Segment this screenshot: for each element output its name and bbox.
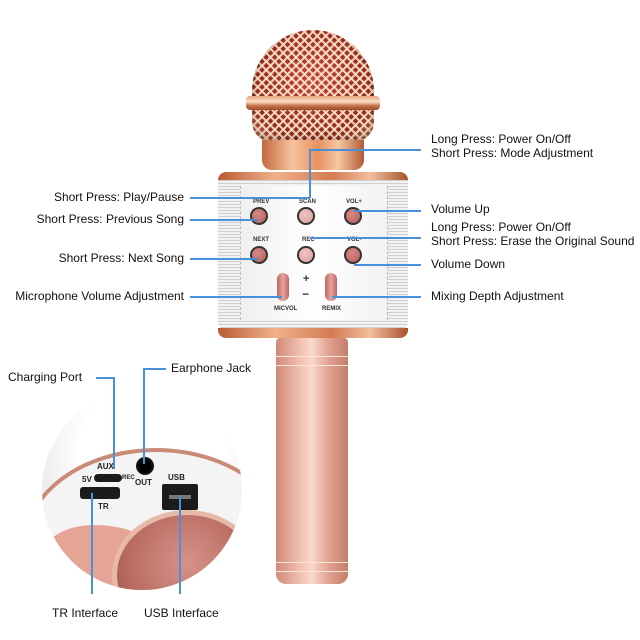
- minus-sign: −: [302, 287, 310, 301]
- remix-label: REMIX: [322, 306, 342, 312]
- callout-rec-short: Short Press: Erase the Original Sound: [431, 234, 635, 248]
- callout-play-pause: Short Press: Play/Pause: [53, 190, 184, 204]
- callout-line-earphone-vert: [143, 368, 145, 464]
- callout-line-next: [190, 258, 258, 260]
- prev-button[interactable]: [250, 207, 268, 225]
- callout-line-scan-vert: [309, 150, 311, 198]
- callout-earphone-jack: Earphone Jack: [171, 361, 252, 375]
- callout-next-song: Short Press: Next Song: [58, 251, 184, 265]
- rec-label: REC: [302, 237, 315, 243]
- aux-port: [94, 474, 122, 482]
- usb-label: USB: [168, 473, 185, 482]
- microphone-neck: [262, 140, 364, 170]
- plus-sign: +: [303, 273, 310, 285]
- callout-line-micvol: [190, 296, 282, 298]
- scan-button[interactable]: [297, 207, 315, 225]
- handle-ring-line: [276, 571, 348, 572]
- vol-down-label: VOL-: [347, 237, 362, 243]
- callout-scan-short: Short Press: Mode Adjustment: [431, 146, 594, 160]
- handle-ring-line: [276, 365, 348, 366]
- ports-inset: AUX REC 5V TR OUT USB: [42, 390, 242, 590]
- vol-down-button[interactable]: [344, 246, 362, 264]
- callout-line-tr: [91, 493, 93, 594]
- callout-line-play: [190, 197, 310, 199]
- body-bottom-rim: [218, 328, 408, 338]
- callout-line-scan: [309, 149, 421, 151]
- callout-scan-long: Long Press: Power On/Off: [431, 132, 571, 146]
- callout-line-earphone: [144, 368, 166, 370]
- prev-label: PREV: [253, 199, 270, 205]
- microphone-handle: [276, 338, 348, 584]
- callout-volume-up: Volume Up: [431, 202, 490, 216]
- callout-line-charging-vert: [113, 377, 115, 469]
- micvol-slider[interactable]: [277, 273, 289, 301]
- callout-mic-volume: Microphone Volume Adjustment: [15, 289, 184, 303]
- tr-label: TR: [98, 502, 109, 511]
- handle-ring-line: [276, 356, 348, 357]
- handle-ring-line: [276, 562, 348, 563]
- out-label: OUT: [135, 478, 152, 487]
- grille-ring: [246, 96, 380, 110]
- callout-line-usb: [179, 495, 181, 594]
- callout-line-charging: [96, 377, 115, 379]
- scan-label: SCAN: [299, 199, 317, 205]
- rec-button[interactable]: [297, 246, 315, 264]
- callout-line-volup: [354, 210, 421, 212]
- vol-up-label: VOL+: [346, 199, 362, 205]
- callout-mixing-depth: Mixing Depth Adjustment: [431, 289, 564, 303]
- callout-line-voldown: [354, 264, 421, 266]
- aux-label: AUX: [97, 462, 114, 471]
- rec-port-label: REC: [122, 475, 135, 481]
- micvol-label: MICVOL: [274, 306, 298, 312]
- callout-line-rec: [310, 237, 421, 239]
- callout-usb-interface: USB Interface: [144, 606, 219, 620]
- five-v-label: 5V: [82, 475, 92, 484]
- microphone-grille: [252, 30, 374, 142]
- callout-tr-interface: TR Interface: [52, 606, 119, 620]
- callout-rec-long: Long Press: Power On/Off: [431, 220, 571, 234]
- earphone-jack-port: [136, 457, 154, 475]
- callout-volume-down: Volume Down: [431, 257, 506, 271]
- callout-line-remix: [332, 296, 421, 298]
- next-button[interactable]: [250, 246, 268, 264]
- body-top-rim: [218, 172, 408, 182]
- remix-slider[interactable]: [325, 273, 337, 301]
- tr-port: [80, 487, 120, 499]
- callout-charging-port: Charging Port: [8, 370, 83, 384]
- callout-previous-song: Short Press: Previous Song: [36, 212, 184, 226]
- callout-line-prev: [190, 219, 258, 221]
- next-label: NEXT: [253, 237, 270, 243]
